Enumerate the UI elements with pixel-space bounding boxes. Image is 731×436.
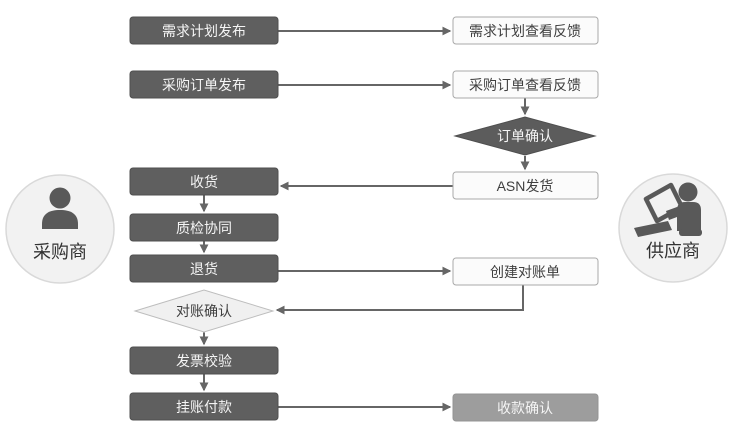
node-order-confirm-label: 订单确认 [497, 128, 553, 144]
actor-buyer-label: 采购商 [33, 242, 87, 262]
actor-buyer: 采购商 [5, 174, 115, 284]
node-invoice-check-label: 发票校验 [176, 353, 232, 369]
laptop-person-foot [679, 229, 702, 236]
node-quality-collab-label: 质检协同 [176, 220, 232, 236]
node-order-confirm: 订单确认 [453, 116, 597, 156]
node-invoice-check-box [129, 346, 279, 375]
node-receiving-box [129, 167, 279, 196]
node-demand-plan-feedback: 需求计划查看反馈 [452, 16, 599, 45]
actor-supplier-label: 供应商 [646, 241, 700, 261]
laptop-person-icon [634, 182, 702, 237]
node-statement-confirm-diamond [133, 289, 275, 333]
node-demand-plan-feedback-label: 需求计划查看反馈 [469, 23, 581, 39]
node-invoice-check: 发票校验 [129, 346, 279, 375]
node-returns-box [129, 254, 279, 283]
connector-statement-to-confirm [275, 285, 524, 315]
node-create-statement-label: 创建对账单 [490, 264, 560, 280]
actor-supplier: 供应商 [618, 173, 728, 283]
person-icon-shoulders [42, 210, 78, 229]
node-create-statement: 创建对账单 [452, 257, 599, 286]
node-receipt-confirm-label: 收款确认 [497, 400, 553, 416]
node-create-statement-box [452, 257, 599, 286]
node-quality-collab-box [129, 213, 279, 242]
node-po-feedback-label: 采购订单查看反馈 [469, 77, 581, 93]
node-po-feedback: 采购订单查看反馈 [452, 70, 599, 99]
node-statement-confirm: 对账确认 [133, 289, 275, 333]
node-po-feedback-box [452, 70, 599, 99]
node-payment: 挂账付款 [129, 392, 279, 421]
node-order-confirm-diamond [453, 116, 597, 156]
node-demand-plan-publish: 需求计划发布 [129, 16, 279, 45]
node-demand-plan-publish-box [129, 16, 279, 45]
node-po-publish-label: 采购订单发布 [162, 77, 246, 93]
node-asn-ship: ASN发货 [452, 171, 599, 200]
node-receipt-confirm: 收款确认 [452, 393, 599, 422]
node-receipt-confirm-box [452, 393, 599, 422]
laptop-person-arm [666, 207, 677, 220]
laptop-person-head [678, 182, 698, 202]
node-receiving-label: 收货 [190, 174, 218, 190]
person-icon [42, 187, 78, 229]
node-statement-confirm-label: 对账确认 [176, 303, 232, 319]
node-demand-plan-feedback-box [452, 16, 599, 45]
node-returns: 退货 [129, 254, 279, 283]
laptop-base-icon [634, 221, 672, 237]
node-returns-label: 退货 [190, 261, 218, 277]
person-icon-head [49, 187, 71, 209]
node-demand-plan-publish-label: 需求计划发布 [162, 23, 246, 39]
node-po-publish: 采购订单发布 [129, 70, 279, 99]
laptop-person-torso [677, 202, 701, 231]
node-receiving: 收货 [129, 167, 279, 196]
node-asn-ship-box [452, 171, 599, 200]
node-asn-ship-label: ASN发货 [497, 178, 554, 194]
node-payment-box [129, 392, 279, 421]
node-po-publish-box [129, 70, 279, 99]
node-payment-label: 挂账付款 [176, 399, 232, 415]
node-quality-collab: 质检协同 [129, 213, 279, 242]
